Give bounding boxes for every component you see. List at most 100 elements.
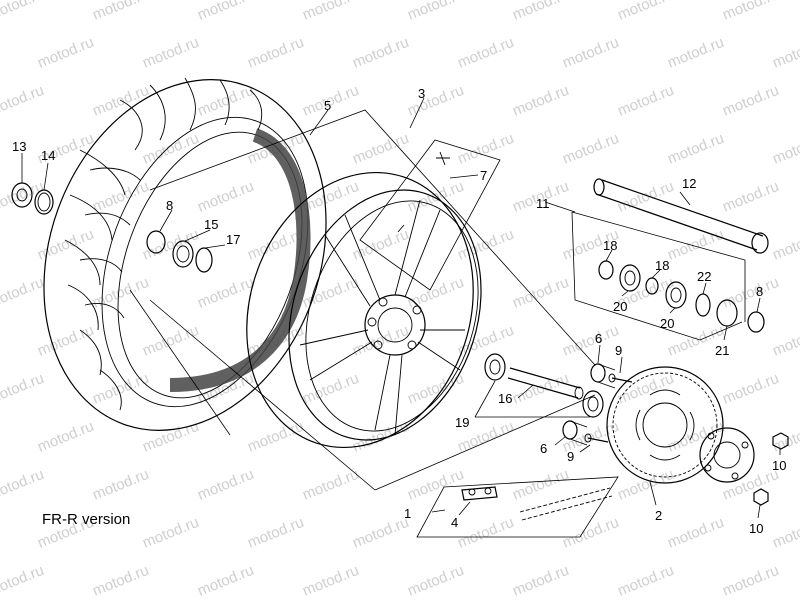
watermark-text: motod.ru: [770, 130, 800, 168]
watermark-text: motod.ru: [140, 418, 201, 456]
callout-6-upper: 6: [595, 331, 602, 346]
watermark-text: motod.ru: [720, 0, 781, 24]
watermark-text: motod.ru: [195, 274, 256, 312]
watermark-text: motod.ru: [0, 82, 46, 120]
axle-12: [593, 178, 769, 254]
watermark-text: motod.ru: [510, 274, 571, 312]
watermark-text: motod.ru: [615, 178, 676, 216]
nut-10-upper: [772, 432, 789, 450]
watermark-text: motod.ru: [300, 0, 361, 24]
watermark-text: motod.ru: [0, 562, 46, 600]
watermark-text: motod.ru: [455, 514, 516, 552]
watermark-text: motod.ru: [245, 34, 306, 72]
chain-kit-frame: [416, 476, 619, 538]
callout-13: 13: [12, 139, 26, 154]
watermark-text: motod.ru: [140, 34, 201, 72]
tube-16: [507, 367, 584, 400]
spacer-6-upper: [590, 363, 616, 389]
wheel-rim: [246, 171, 482, 449]
watermark-text: motod.ru: [720, 562, 781, 600]
watermark-text: motod.ru: [665, 34, 726, 72]
watermark-text: motod.ru: [720, 82, 781, 120]
callout-22: 22: [697, 269, 711, 284]
callout-10-upper: 10: [772, 458, 786, 473]
watermark-text: motod.ru: [195, 82, 256, 120]
watermark-text: motod.ru: [300, 370, 361, 408]
watermark-text: motod.ru: [615, 562, 676, 600]
watermark-text: motod.ru: [35, 226, 96, 264]
callout-20-b: 20: [660, 316, 674, 331]
callout-9-lower: 9: [567, 449, 574, 464]
watermark-text: motod.ru: [195, 0, 256, 24]
watermark-text: motod.ru: [195, 562, 256, 600]
watermark-text: motod.ru: [300, 274, 361, 312]
callout-16: 16: [498, 391, 512, 406]
watermark-text: motod.ru: [350, 514, 411, 552]
bearing-20-b: [665, 281, 687, 309]
spacer-19-right: [582, 390, 604, 418]
callout-9-upper: 9: [615, 343, 622, 358]
watermark-text: motod.ru: [615, 466, 676, 504]
callout-18-b: 18: [655, 258, 669, 273]
spacer-8-right: [747, 311, 765, 333]
master-link-4: [461, 486, 498, 501]
sprocket-2: [606, 366, 724, 484]
callout-21: 21: [715, 343, 729, 358]
watermark-text: motod.ru: [510, 370, 571, 408]
callout-14: 14: [41, 148, 55, 163]
watermark-text: motod.ru: [510, 0, 571, 24]
spacer-19-left: [484, 353, 506, 381]
callout-20-a: 20: [613, 299, 627, 314]
watermark-text: motod.ru: [615, 0, 676, 24]
watermark-text: motod.ru: [720, 370, 781, 408]
watermark-text: motod.ru: [720, 178, 781, 216]
watermark-text: motod.ru: [510, 562, 571, 600]
watermark-text: motod.ru: [665, 226, 726, 264]
watermark-text: motod.ru: [720, 274, 781, 312]
watermark-text: motod.ru: [405, 370, 466, 408]
watermark-text: motod.ru: [405, 562, 466, 600]
callout-18-a: 18: [603, 238, 617, 253]
version-caption: FR-R version: [42, 511, 130, 528]
watermark-text: motod.ru: [0, 0, 46, 24]
watermark-text: motod.ru: [665, 514, 726, 552]
callout-11: 11: [536, 196, 550, 211]
watermark-text: motod.ru: [560, 34, 621, 72]
watermark-text: motod.ru: [405, 178, 466, 216]
watermark-text: motod.ru: [455, 226, 516, 264]
callout-17: 17: [226, 232, 240, 247]
watermark-text: motod.ru: [455, 322, 516, 360]
spacer-8-left: [146, 230, 166, 254]
callout-8-right: 8: [756, 284, 763, 299]
callout-2: 2: [655, 508, 662, 523]
watermark-text: motod.ru: [510, 466, 571, 504]
bearing-20-a-inner: [624, 270, 636, 286]
watermark-text: motod.ru: [35, 322, 96, 360]
watermark-text: motod.ru: [510, 82, 571, 120]
watermark-text: motod.ru: [90, 562, 151, 600]
callout-4: 4: [451, 515, 458, 530]
bearing-15: [172, 240, 194, 268]
callout-12: 12: [682, 176, 696, 191]
watermark-text: motod.ru: [195, 466, 256, 504]
watermark-text: motod.ru: [300, 466, 361, 504]
watermark-text: motod.ru: [350, 418, 411, 456]
callout-10-lower: 10: [749, 521, 763, 536]
callout-5: 5: [324, 98, 331, 113]
watermark-text: motod.ru: [140, 322, 201, 360]
callout-1: 1: [404, 506, 411, 521]
nut-10-lower: [753, 488, 769, 506]
watermark-text: motod.ru: [35, 418, 96, 456]
callout-19: 19: [455, 415, 469, 430]
watermark-text: motod.ru: [770, 226, 800, 264]
ring-17: [195, 247, 213, 273]
watermark-text: motod.ru: [665, 130, 726, 168]
watermark-text: motod.ru: [35, 34, 96, 72]
watermark-text: motod.ru: [245, 514, 306, 552]
watermark-text: motod.ru: [350, 130, 411, 168]
callout-8-left: 8: [166, 198, 173, 213]
watermark-text: motod.ru: [405, 0, 466, 24]
bearing-20-a: [619, 264, 641, 292]
watermark-text: motod.ru: [560, 322, 621, 360]
